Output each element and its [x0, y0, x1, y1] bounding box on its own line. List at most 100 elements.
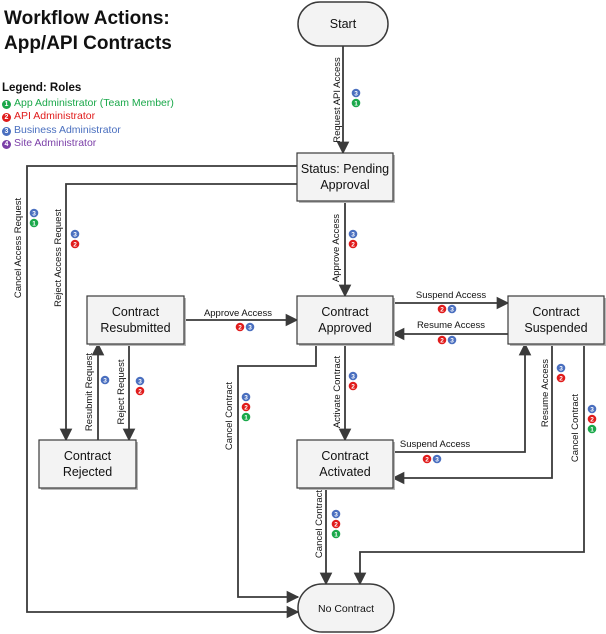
transition-reject-access-request-label: Reject Access Request — [53, 209, 64, 307]
svg-text:3: 3 — [435, 456, 439, 463]
role-1-badge-icon: 1 — [587, 424, 597, 433]
state-suspended-shape — [507, 295, 605, 345]
svg-text:3: 3 — [559, 365, 563, 372]
role-3-badge-icon: 3 — [587, 404, 597, 413]
role-3-badge-icon: 3 — [348, 229, 358, 238]
role-2-badge-icon: 2 — [235, 322, 245, 331]
role-3-badge-icon: 3 — [447, 335, 457, 344]
state-pending-label: Approval — [320, 178, 369, 192]
svg-text:3: 3 — [103, 377, 107, 384]
transition-cancel-access-request-arrow — [26, 165, 300, 619]
transition-request-api-access-label: Request API Access — [332, 57, 343, 143]
transition-reject-access-request-arrow — [59, 183, 297, 442]
svg-text:3: 3 — [590, 406, 594, 413]
state-start-label: Start — [330, 17, 357, 31]
transition-resume-access-suspended-label: Resume Access — [540, 359, 551, 427]
role-2-badge-icon: 2 — [556, 373, 566, 382]
svg-text:3: 3 — [73, 231, 77, 238]
svg-text:2: 2 — [334, 521, 338, 528]
transition-activate-contract-label: Activate Contract — [332, 355, 343, 428]
svg-text:3: 3 — [450, 306, 454, 313]
state-rejected-label: Rejected — [63, 465, 112, 479]
svg-text:2: 2 — [244, 404, 248, 411]
transition-resume-access-suspended-arrow — [391, 344, 553, 485]
role-2-badge-icon: 2 — [348, 381, 358, 390]
svg-text:1: 1 — [244, 414, 248, 421]
state-start: Start — [297, 1, 389, 47]
state-approved-label: Approved — [318, 321, 372, 335]
role-3-badge-icon: 3 — [135, 376, 145, 385]
role-2-badge-icon: 2 — [348, 239, 358, 248]
role-3-badge-icon: 3 — [348, 371, 358, 380]
svg-text:1: 1 — [590, 426, 594, 433]
role-3-badge-icon: 3 — [331, 509, 341, 518]
svg-text:3: 3 — [32, 210, 36, 217]
role-2-badge-icon: 2 — [70, 239, 80, 248]
page-title: Workflow Actions: App/API Contracts — [4, 6, 172, 56]
svg-text:2: 2 — [425, 456, 429, 463]
svg-text:1: 1 — [334, 531, 338, 538]
role-2-badge-icon: 2 — [2, 113, 11, 122]
edges-layer — [26, 46, 585, 619]
role-2-badge-icon: 2 — [437, 304, 447, 313]
role-3-badge-icon: 3 — [2, 126, 11, 136]
transition-cancel-contract-activated-label: Cancel Contract — [314, 490, 325, 558]
transition-suspend-access-activated-arrow — [393, 342, 532, 453]
transition-cancel-contract-suspended-arrow — [353, 344, 585, 586]
state-rejected-label: Contract — [64, 449, 112, 463]
state-rejected-shape — [38, 439, 137, 489]
legend-role-label: App Administrator (Team Member) — [14, 96, 174, 109]
state-nocontract-label: No Contract — [318, 603, 374, 615]
legend-role-label: API Administrator — [14, 110, 96, 122]
svg-text:2: 2 — [351, 383, 355, 390]
state-activated-label: Contract — [321, 449, 369, 463]
role-3-badge-icon: 3 — [556, 363, 566, 372]
role-1-badge-icon: 1 — [29, 218, 39, 227]
transition-cancel-contract-suspended-label: Cancel Contract — [570, 394, 581, 462]
svg-text:3: 3 — [351, 373, 355, 380]
role-3-badge-icon: 3 — [29, 208, 39, 217]
state-nocontract-shape — [297, 583, 395, 633]
transition-resubmit-request-label: Resubmit Request — [84, 353, 95, 432]
svg-text:1: 1 — [32, 220, 36, 227]
role-1-badge-icon: 1 — [241, 412, 251, 421]
state-activated-shape — [296, 439, 394, 489]
role-1-badge-icon: 1 — [351, 98, 361, 107]
role-3-badge-icon: 3 — [241, 392, 251, 401]
role-2-badge-icon: 2 — [241, 402, 251, 411]
role-1-badge-icon: 1 — [2, 99, 11, 109]
transition-approve-access-resubmitted-label: Approve Access — [204, 308, 272, 319]
role-1-badge-icon: 1 — [331, 529, 341, 538]
legend-role-label: Site Administrator — [14, 137, 97, 149]
role-3-badge-icon: 3 — [70, 229, 80, 238]
svg-text:3: 3 — [354, 90, 358, 97]
transition-cancel-contract-approved-arrow — [237, 344, 317, 604]
svg-text:2: 2 — [238, 324, 242, 331]
role-2-badge-icon: 2 — [135, 386, 145, 395]
legend-title: Legend: Roles — [2, 82, 82, 94]
role-2-badge-icon: 2 — [587, 414, 597, 423]
svg-text:2: 2 — [73, 241, 77, 248]
svg-text:3: 3 — [450, 337, 454, 344]
svg-text:3: 3 — [334, 511, 338, 518]
svg-text:2: 2 — [440, 337, 444, 344]
state-pending-label: Status: Pending — [301, 162, 389, 176]
svg-text:2: 2 — [590, 416, 594, 423]
transition-cancel-contract-approved-label: Cancel Contract — [224, 382, 235, 450]
transition-reject-request-label: Reject Request — [116, 359, 127, 424]
role-3-badge-icon: 3 — [432, 454, 442, 463]
svg-text:2: 2 — [559, 375, 563, 382]
transition-suspend-access-activated-label: Suspend Access — [400, 439, 470, 450]
title-line-1: Workflow Actions: — [4, 8, 170, 29]
